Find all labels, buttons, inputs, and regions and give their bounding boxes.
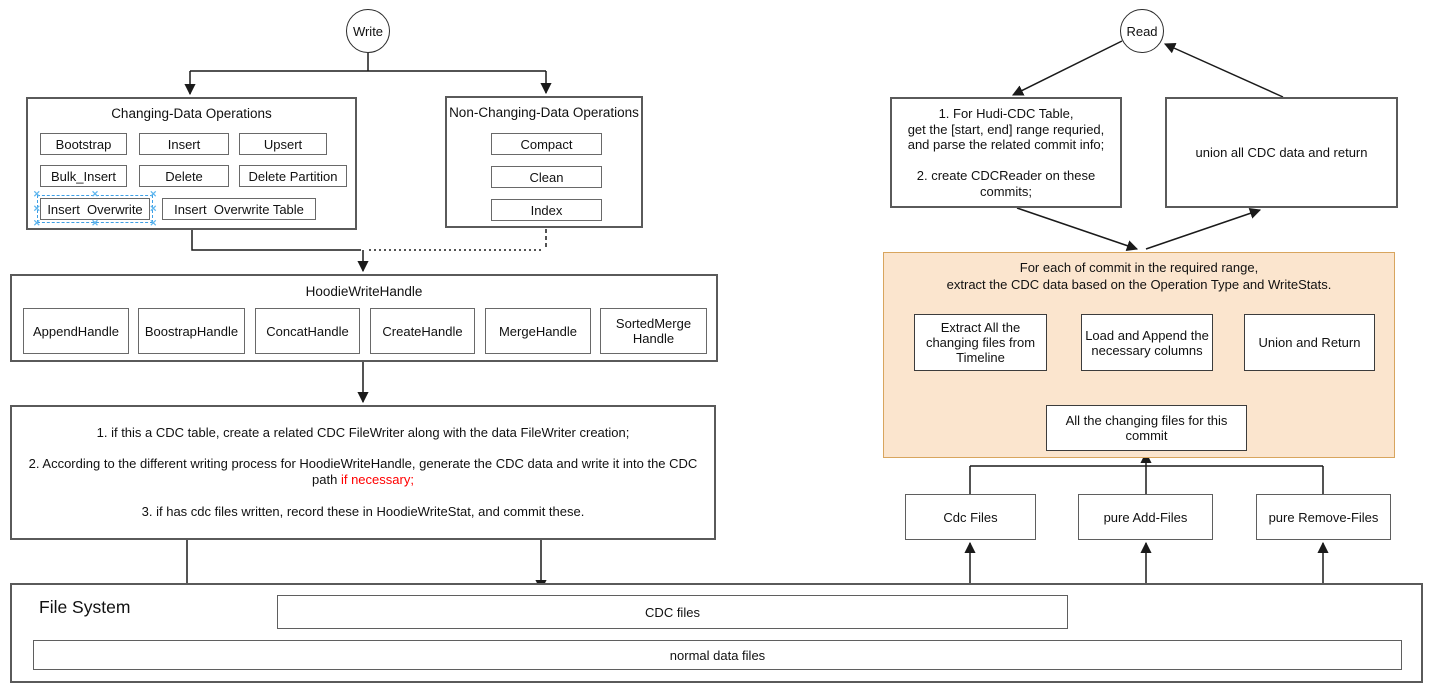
pure-remove-files-label: pure Remove-Files <box>1268 509 1379 525</box>
merge-handle[interactable]: MergeHandle <box>485 308 591 354</box>
steps-line-2: 2. According to the different writing pr… <box>28 456 698 471</box>
concat-handle[interactable]: ConcatHandle <box>255 308 360 354</box>
hoodie-write-handle-title: HoodieWriteHandle <box>305 284 423 299</box>
read-step1-line: 2. create CDCReader on these <box>916 168 1096 183</box>
write-node[interactable]: Write <box>346 9 390 53</box>
changing-data-operations-box[interactable]: Changing-Data Operations Bootstrap Inser… <box>26 97 357 230</box>
op-insert-overwrite-selected[interactable]: Insert Overwrite ✕ ✕ ✕ ✕ ✕ ✕ ✕ ✕ <box>33 190 157 228</box>
non-changing-data-operations-title: Non-Changing-Data Operations <box>449 105 639 120</box>
changing-data-operations-title: Changing-Data Operations <box>111 106 272 121</box>
write-steps-box[interactable]: 1. if this a CDC table, create a related… <box>10 405 716 540</box>
read-step1-line: 1. For Hudi-CDC Table, <box>938 106 1074 121</box>
normal-data-files-bar-label: normal data files <box>669 647 766 663</box>
union-all-cdc-box[interactable]: union all CDC data and return <box>1165 97 1398 208</box>
steps-line-2-prefix: path <box>312 472 341 487</box>
extract-line: Timeline <box>956 350 1005 365</box>
selection-handle[interactable]: ✕ <box>91 189 99 199</box>
op-delete[interactable]: Delete <box>139 165 229 187</box>
extract-line: Extract All the <box>940 320 1021 335</box>
op-bootstrap[interactable]: Bootstrap <box>40 133 127 155</box>
cdc-files-bar-label: CDC files <box>645 604 700 620</box>
op-insert[interactable]: Insert <box>139 133 229 155</box>
selection-handle[interactable]: ✕ <box>33 203 41 214</box>
create-handle[interactable]: CreateHandle <box>370 308 475 354</box>
arrow-orange-to-box2 <box>1145 207 1262 250</box>
op-index[interactable]: Index <box>491 199 602 221</box>
pure-remove-files-box[interactable]: pure Remove-Files <box>1256 494 1391 540</box>
read-step1-line: get the [start, end] range requried, <box>907 121 1105 137</box>
all-changing-files-box[interactable]: All the changing files for this commit <box>1046 405 1247 451</box>
union-all-cdc-label: union all CDC data and return <box>1195 145 1368 160</box>
all-changing-line: All the changing files for this <box>1065 413 1228 428</box>
selection-handle[interactable]: ✕ <box>33 189 41 199</box>
file-system-label: File System <box>39 597 131 617</box>
read-label: Read <box>1126 23 1158 39</box>
extract-line: changing files from <box>925 335 1036 350</box>
load-line: necessary columns <box>1091 342 1203 358</box>
steps-line-3: 3. if has cdc files written, record thes… <box>141 504 585 519</box>
orange-title-line2: extract the CDC data based on the Operat… <box>946 277 1332 292</box>
union-and-return-label: Union and Return <box>1258 335 1361 350</box>
arrow-box2-to-read <box>1163 43 1284 98</box>
read-step1-box[interactable]: 1. For Hudi-CDC Table, get the [start, e… <box>890 97 1122 208</box>
selection-handle[interactable]: ✕ <box>33 218 41 228</box>
cdc-files-bar[interactable]: CDC files <box>277 595 1068 629</box>
orange-title-line1: For each of commit in the required range… <box>1019 260 1259 275</box>
op-insert-overwrite-table[interactable]: Insert Overwrite Table <box>162 198 316 220</box>
cdc-files-label: Cdc Files <box>943 509 998 525</box>
hoodie-write-handle-box[interactable]: HoodieWriteHandle AppendHandle BoostrapH… <box>10 274 718 362</box>
boostrap-handle[interactable]: BoostrapHandle <box>138 308 245 354</box>
read-step1-line: commits; <box>980 183 1032 199</box>
arrow-box1-to-orange <box>1016 207 1139 252</box>
normal-data-files-bar[interactable]: normal data files <box>33 640 1402 670</box>
selection-handle[interactable]: ✕ <box>149 189 157 199</box>
steps-line-1: 1. if this a CDC table, create a related… <box>96 425 630 440</box>
cdc-files-box[interactable]: Cdc Files <box>905 494 1036 540</box>
op-compact[interactable]: Compact <box>491 133 602 155</box>
op-delete-partition[interactable]: Delete Partition <box>239 165 347 187</box>
steps-line-2-cont: path if necessary; <box>12 472 714 488</box>
write-label: Write <box>352 23 384 39</box>
sorted-merge-handle[interactable]: SortedMerge Handle <box>600 308 707 354</box>
pure-add-files-box[interactable]: pure Add-Files <box>1078 494 1213 540</box>
changing-to-hoodie-elbow <box>191 229 361 251</box>
selection-handle[interactable]: ✕ <box>149 203 157 214</box>
op-insert-overwrite-label: Insert Overwrite <box>47 201 143 217</box>
op-clean[interactable]: Clean <box>491 166 602 188</box>
per-commit-extract-group[interactable]: For each of commit in the required range… <box>883 252 1395 458</box>
arrow-read-to-box1 <box>1011 40 1123 96</box>
steps-if-necessary-red-text: if necessary; <box>340 472 414 487</box>
load-line: Load and Append the <box>1085 327 1209 343</box>
all-changing-line: commit <box>1125 428 1168 443</box>
non-changing-data-operations-box[interactable]: Non-Changing-Data Operations Compact Cle… <box>445 96 643 228</box>
selection-handle[interactable]: ✕ <box>91 218 99 228</box>
selection-handle[interactable]: ✕ <box>149 218 157 228</box>
append-handle[interactable]: AppendHandle <box>23 308 129 354</box>
op-upsert[interactable]: Upsert <box>239 133 327 155</box>
read-node[interactable]: Read <box>1120 9 1164 53</box>
load-append-columns-box[interactable]: Load and Append the necessary columns <box>1081 314 1213 371</box>
op-bulk-insert[interactable]: Bulk_Insert <box>40 165 127 187</box>
extract-changing-files-box[interactable]: Extract All the changing files from Time… <box>914 314 1047 371</box>
union-and-return-box[interactable]: Union and Return <box>1244 314 1375 371</box>
file-system-box[interactable]: File System CDC files normal data files <box>10 583 1423 683</box>
pure-add-files-label: pure Add-Files <box>1103 509 1188 525</box>
read-step1-line: and parse the related commit info; <box>907 137 1105 152</box>
